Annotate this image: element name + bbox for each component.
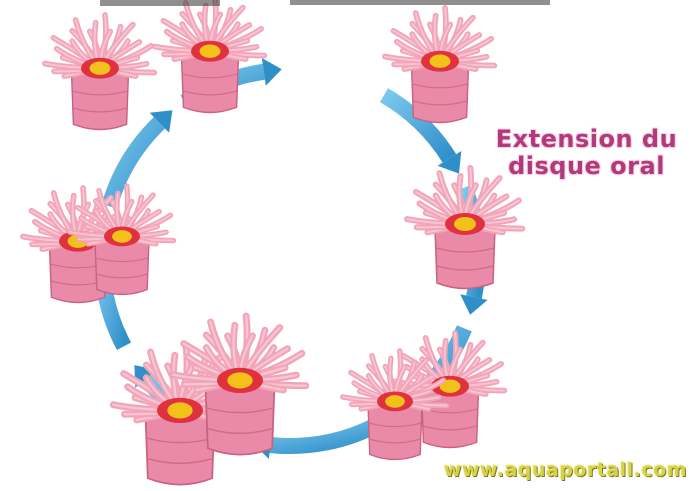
cycle-arrow-head xyxy=(262,58,282,86)
extension-label-line-2: disque oral xyxy=(478,153,695,180)
anemone xyxy=(407,168,522,289)
cycle-arrow-segment xyxy=(270,424,378,446)
cropped-title-remnant xyxy=(100,0,220,6)
cycle-arrow-head xyxy=(460,294,487,315)
extension-oral-disc-label: Extension du disque oral xyxy=(478,126,695,180)
extension-label-line-1: Extension du xyxy=(478,126,695,153)
anemone xyxy=(155,0,264,112)
watermark-url: www.aquaportall.com xyxy=(444,459,687,481)
anemone xyxy=(45,15,154,129)
cropped-title-remnant xyxy=(290,0,550,5)
